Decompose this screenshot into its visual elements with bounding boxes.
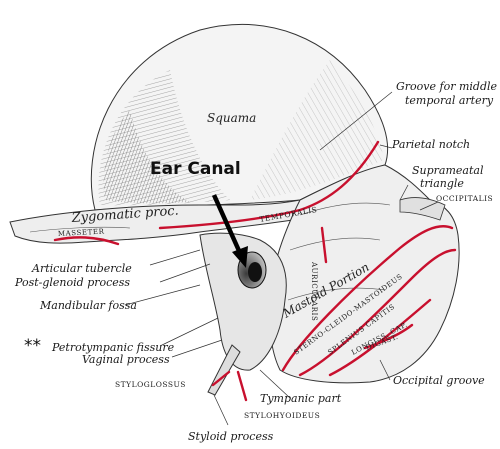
masseter-attachment — [53, 236, 120, 246]
sternocleidomastoid-attachment — [281, 225, 454, 372]
masseter-label: MASSETER — [58, 228, 105, 238]
ear-canal-arrow-shaft — [211, 194, 243, 254]
squama-right-shading — [250, 60, 384, 200]
occipital-groove-label: Occipital groove — [393, 374, 485, 387]
digastric-attachment — [363, 323, 414, 350]
squama-label: Squama — [207, 111, 256, 125]
tympanic-part-label: Tympanic part — [260, 392, 342, 405]
styloglossus-attachment — [211, 370, 231, 387]
stylohyoideus-label: STYLOHYOIDEUS — [244, 411, 320, 420]
vaginal-process-label: Vaginal process — [82, 353, 170, 366]
splenius-attachment — [298, 248, 457, 377]
articular-tubercle-label: Articular tubercle — [31, 262, 132, 275]
parietal-notch-label: Parietal notch — [391, 138, 470, 151]
ear-canal-annotation: Ear Canal — [150, 159, 241, 179]
stylohyoideus-attachment — [236, 370, 248, 402]
groove-middle-label-line2: temporal artery — [405, 94, 494, 107]
temporalis-attachment — [158, 140, 380, 230]
zygomatic-process — [9, 199, 306, 244]
auricularis-attachment — [320, 226, 328, 264]
groove-middle-label-line1: Groove for middle — [396, 80, 498, 93]
occipitalis-label: OCCIPITALIS — [436, 194, 493, 203]
suprameatal-label-line2: triangle — [420, 177, 464, 190]
suprameatal-label-line1: Suprameatal — [412, 164, 484, 177]
petrotympanic-stars: ** — [24, 336, 41, 356]
post-glenoid-label: Post-glenoid process — [14, 276, 130, 289]
styloid-process — [207, 344, 241, 396]
mandibular-fossa-label: Mandibular fossa — [39, 299, 137, 312]
squama-dark-region — [103, 110, 190, 204]
styloglossus-label: STYLOGLOSSUS — [115, 380, 186, 389]
styloid-process-label: Styloid process — [188, 430, 274, 443]
petrotympanic-label: Petrotympanic fissure — [51, 341, 175, 354]
ear-canal-arrowhead — [232, 246, 248, 268]
auricularis-label: AURICULARIS — [310, 261, 318, 321]
leader-lines — [124, 91, 439, 426]
